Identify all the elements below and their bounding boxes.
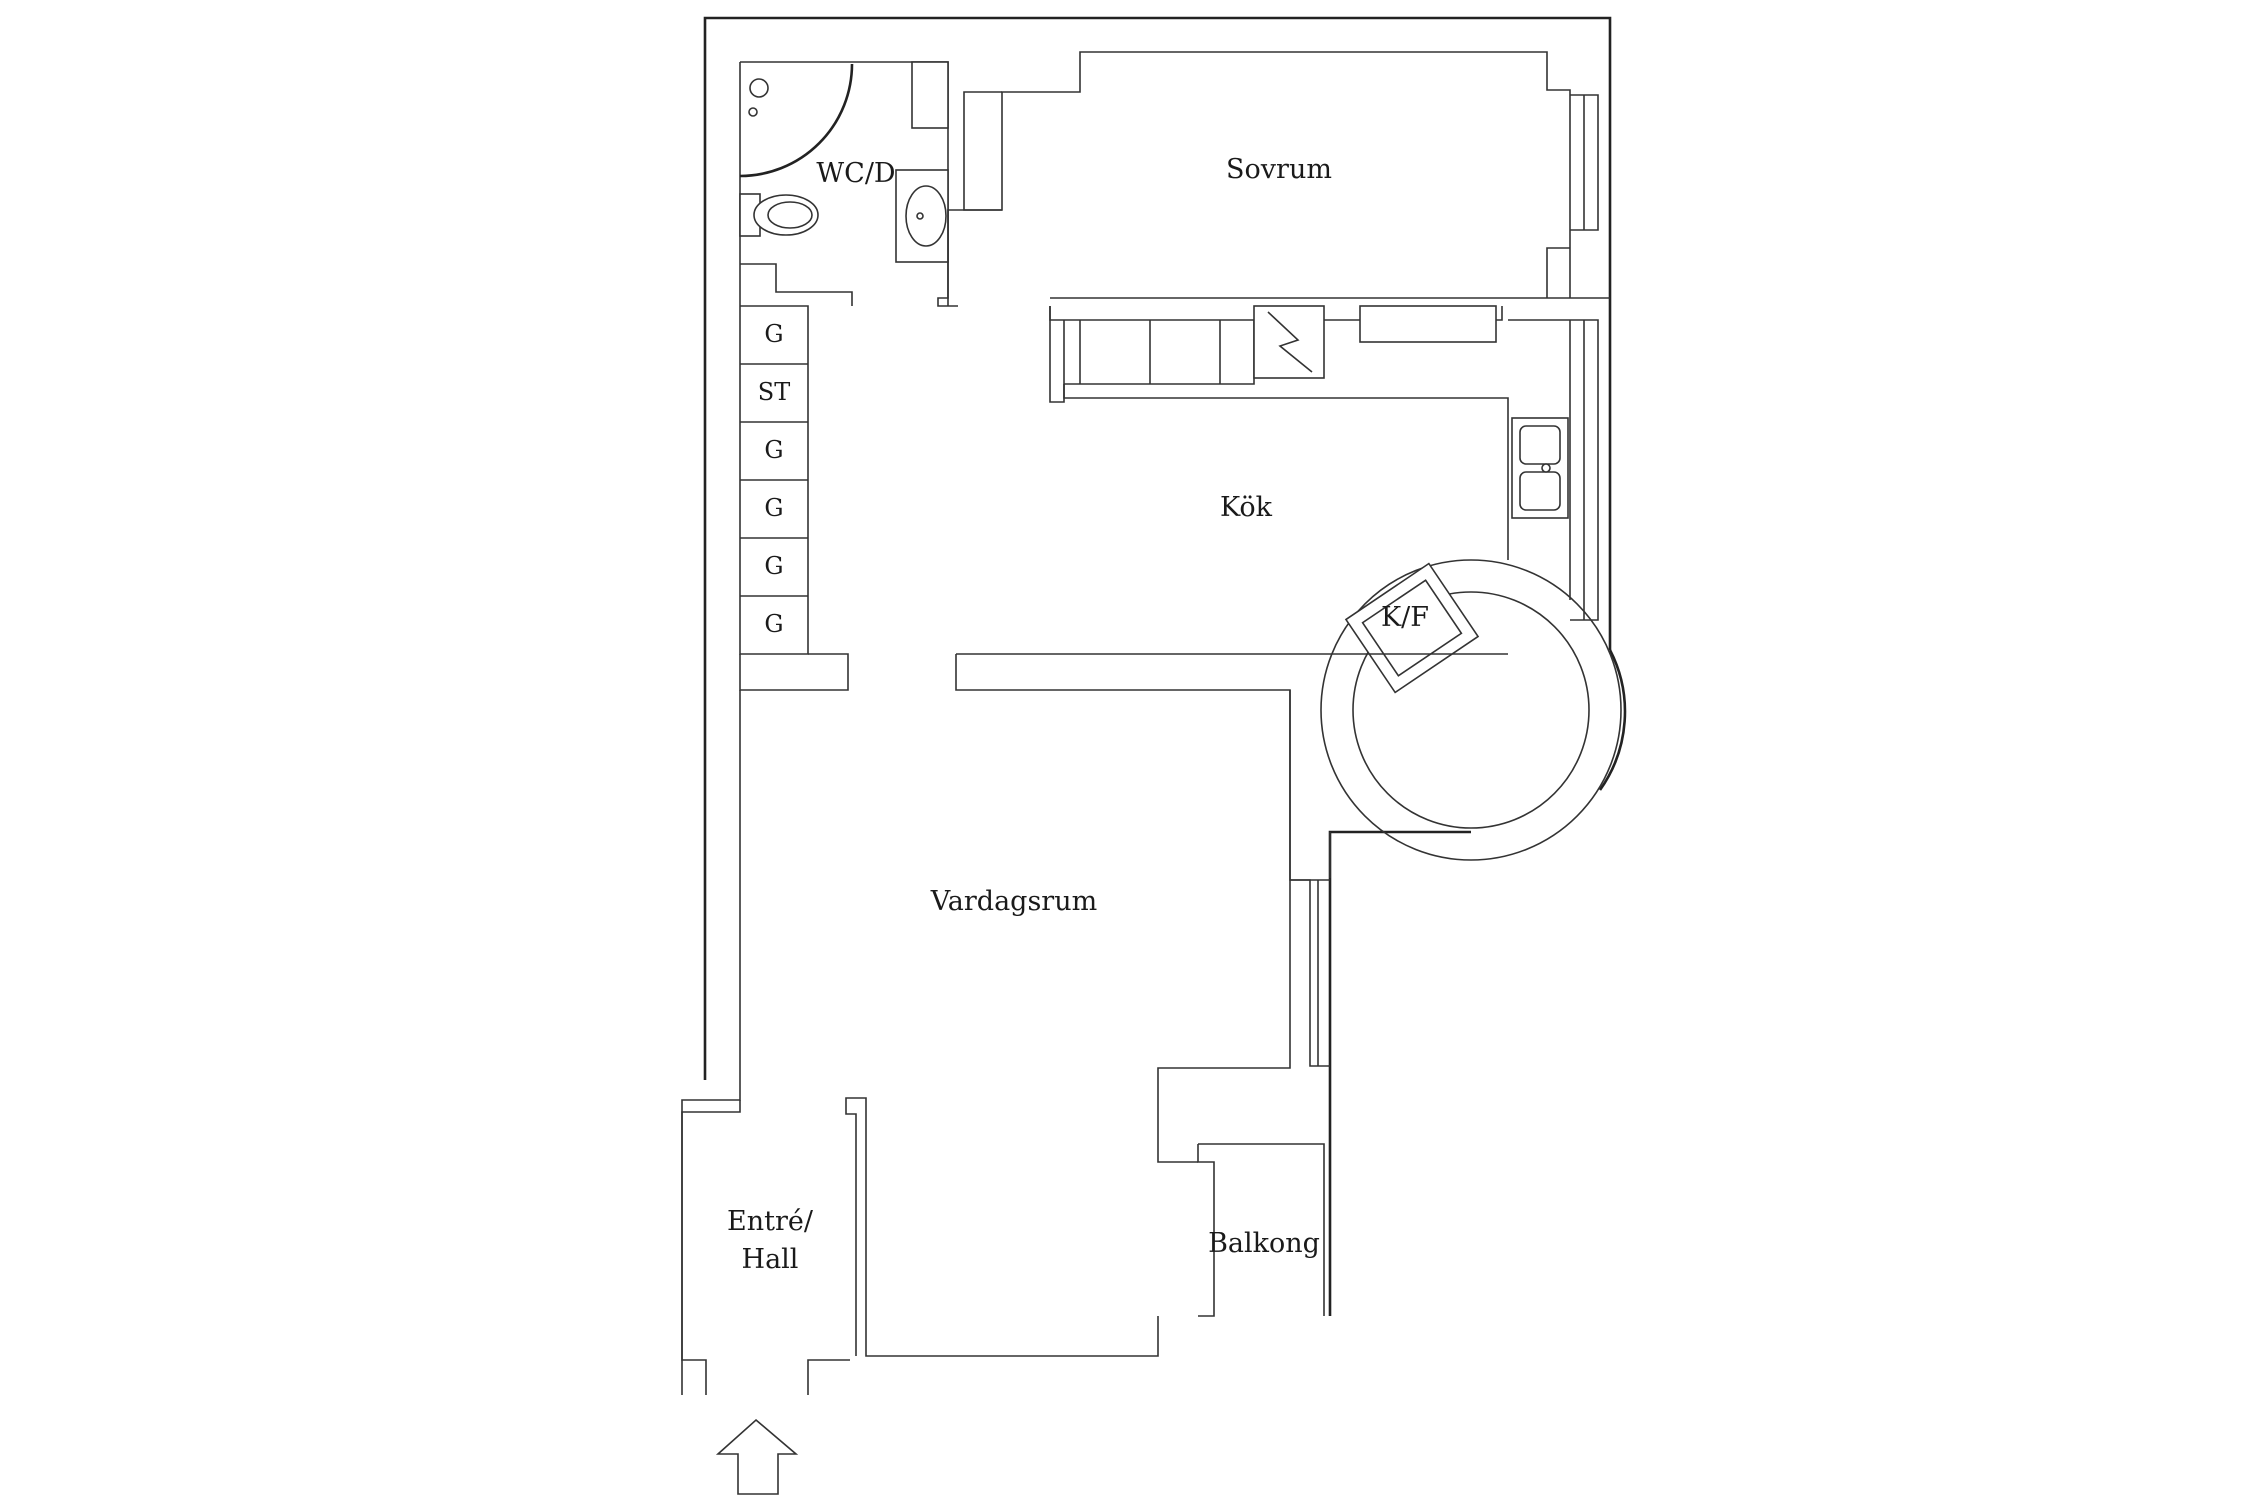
bedroom: Sovrum [947,51,1610,321]
wardrobe-label: G [764,436,783,464]
room-label-entre-line1: Entré/ [727,1206,814,1237]
shower-icon [739,63,854,178]
outer-walls [681,16,1627,1395]
room-label-balkong: Balkong [1208,1228,1320,1259]
wardrobe-label: G [764,494,783,522]
kitchen-sink-icon [1511,417,1569,519]
bathroom: WC/D [739,61,958,307]
toilet-icon [739,193,819,237]
wardrobe-column: G ST G G G G [739,305,849,691]
wardrobe-label: ST [758,378,790,406]
room-label-vardagsrum: Vardagsrum [930,886,1097,917]
entrance-arrow-icon [715,1418,799,1495]
wardrobe-label: G [764,610,783,638]
room-label-sovrum: Sovrum [1226,154,1332,185]
living-room: Vardagsrum [845,690,1330,1357]
kitchen-living-partition [955,653,1508,881]
entrance-hall: Entré/ Hall [681,1100,850,1395]
kitchen-counter [1359,305,1497,343]
balcony: Balkong [1197,1143,1325,1317]
kitchen: Kök [1049,305,1599,621]
wardrobe-label: G [764,552,783,580]
room-label-wc: WC/D [816,158,895,189]
bath-cabinet [911,61,949,129]
round-tower: K/F [1320,559,1622,861]
wash-basin-icon [895,169,949,263]
room-label-kok: Kök [1220,492,1273,523]
room-label-kf: K/F [1381,602,1429,633]
room-label-entre-line2: Hall [742,1244,799,1275]
wardrobe-label: G [764,320,783,348]
stove-icon [1253,305,1325,379]
